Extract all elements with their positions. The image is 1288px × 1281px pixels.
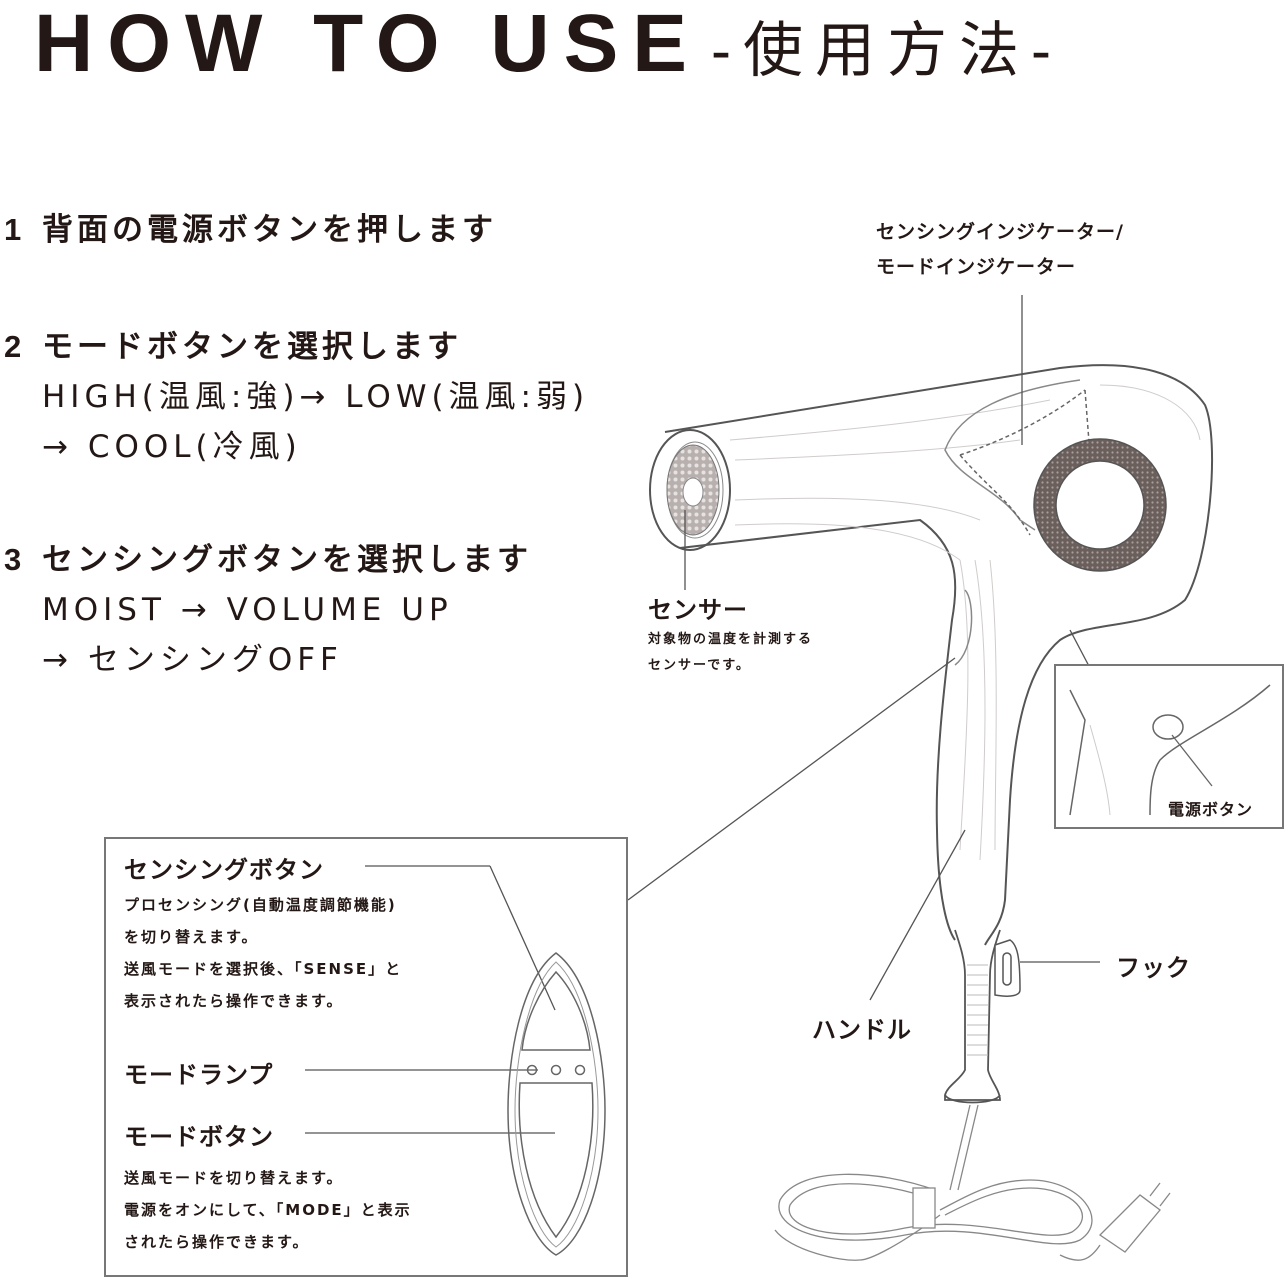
power-button-inset bbox=[1054, 664, 1284, 829]
step-detail: HIGH(温風:強)→ LOW(温風:弱) bbox=[42, 379, 590, 415]
indicator-label-line2: モードインジケーター bbox=[876, 256, 1077, 278]
sensor-callout: センサー 対象物の温度を計測する センサーです。 bbox=[648, 590, 813, 679]
control-panel-drawing bbox=[507, 952, 606, 1256]
step-2: 2 モードボタンを選択します HIGH(温風:強)→ LOW(温風:弱) → CO… bbox=[4, 322, 589, 472]
callout-lines bbox=[305, 295, 1111, 1134]
step-3: 3 センシングボタンを選択します MOIST → VOLUME UP → センシン… bbox=[4, 535, 532, 685]
dryer-body bbox=[649, 364, 1214, 946]
indicator-panel-outline bbox=[944, 379, 1081, 531]
sensor-title: センサー bbox=[648, 596, 748, 624]
step-heading: 背面の電源ボタンを押します bbox=[42, 212, 497, 248]
mode-button-callout: モードボタン 送風モードを切り替えます。 電源をオンにして、「MODE」と表示 … bbox=[124, 1117, 412, 1258]
sensing-button-callout: センシングボタン プロセンシング(自動温度調節機能) を切り替えます。 送風モー… bbox=[124, 850, 402, 1017]
step-number: 3 bbox=[4, 542, 26, 577]
step-detail: → COOL(冷風) bbox=[42, 429, 302, 465]
power-cord bbox=[774, 1104, 1101, 1261]
mode-lamp-title: モードランプ bbox=[124, 1061, 274, 1089]
mode-button-desc-2: 電源をオンにして、「MODE」と表示 bbox=[124, 1201, 412, 1219]
mode-button-desc-3: されたら操作できます。 bbox=[124, 1233, 310, 1251]
step-number: 1 bbox=[4, 212, 26, 247]
title-subtitle: -使用方法- bbox=[710, 17, 1063, 84]
step-heading: センシングボタンを選択します bbox=[42, 542, 532, 578]
step-detail: → センシングOFF bbox=[42, 642, 343, 678]
indicator-label: センシングインジケーター/ モードインジケーター bbox=[876, 217, 1124, 279]
step-number: 2 bbox=[4, 329, 26, 364]
sensor-window bbox=[682, 477, 704, 507]
power-button-icon bbox=[1152, 714, 1184, 740]
control-panel-box bbox=[104, 837, 628, 1277]
step-heading: モードボタンを選択します bbox=[42, 329, 462, 365]
hook-label: フック bbox=[1116, 954, 1191, 982]
sensor-desc-1: 対象物の温度を計測する bbox=[648, 632, 814, 647]
sensing-button-desc-2: を切り替えます。 bbox=[124, 928, 259, 946]
indicator-label-line1: センシングインジケーター/ bbox=[876, 221, 1124, 243]
handle-label: ハンドル bbox=[812, 1016, 912, 1044]
sensor-desc-2: センサーです。 bbox=[648, 658, 751, 673]
cord-tie bbox=[912, 1187, 936, 1229]
body-contours bbox=[729, 384, 1201, 861]
step-detail: MOIST → VOLUME UP bbox=[42, 592, 453, 628]
power-plug bbox=[1098, 1182, 1171, 1253]
mode-button-desc-1: 送風モードを切り替えます。 bbox=[124, 1169, 344, 1187]
title-main: HOW TO USE bbox=[34, 0, 701, 89]
sensing-button-desc-3: 送風モードを選択後、「SENSE」と bbox=[124, 960, 403, 978]
dryer-handle-lower bbox=[944, 929, 1001, 1104]
sensing-button-desc-4: 表示されたら操作できます。 bbox=[124, 992, 344, 1010]
hook bbox=[994, 939, 1021, 997]
step-1: 1 背面の電源ボタンを押します bbox=[4, 205, 497, 255]
mode-button-title: モードボタン bbox=[124, 1123, 274, 1151]
handle-grip-ridges bbox=[967, 964, 988, 1056]
sensing-button-desc-1: プロセンシング(自動温度調節機能) bbox=[124, 896, 397, 914]
page-title: HOW TO USE-使用方法- bbox=[34, 0, 1063, 99]
power-button-label: 電源ボタン bbox=[1168, 800, 1254, 819]
indicator-panel-dashed bbox=[959, 389, 1091, 536]
sensing-button-title: センシングボタン bbox=[124, 856, 324, 884]
side-button bbox=[954, 589, 973, 666]
